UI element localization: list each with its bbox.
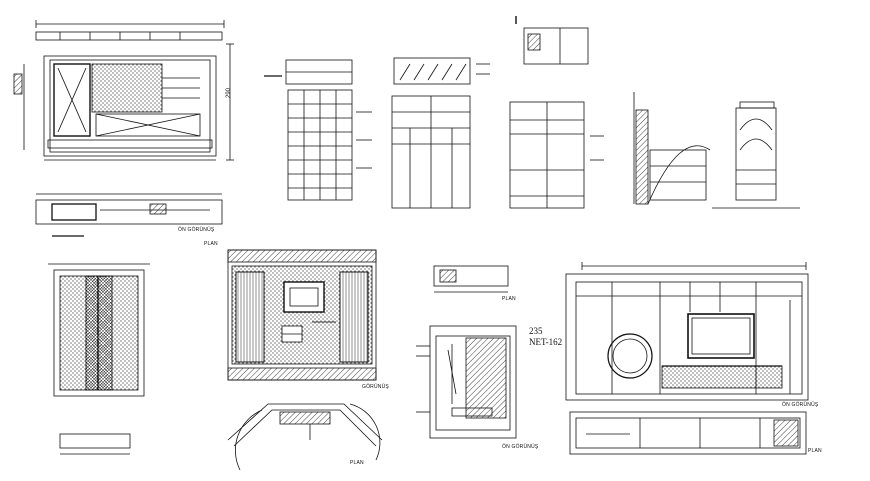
wall-elevation-7 [227, 249, 377, 381]
height-dimension: 290 [226, 87, 232, 98]
label-plan-10: PLAN [808, 448, 822, 454]
net-area-value: NET-162 [529, 337, 563, 347]
elevation-1 [13, 20, 234, 237]
label-plan-1: PLAN [204, 241, 218, 247]
label-gorunus-7: GÖRÜNÜŞ [362, 384, 389, 390]
cabinet-elevation-9 [416, 265, 517, 439]
area-value: 235 [529, 326, 543, 336]
label-on-gorunus-1: ÖN GÖRÜNÜŞ [178, 227, 215, 233]
plan-view-8 [227, 403, 383, 471]
label-on-gorunus-10: ÖN GÖRÜNÜŞ [782, 402, 819, 408]
tv-wall-elevation-10 [565, 262, 809, 455]
wardrobe-elevation-3 [391, 57, 490, 209]
section-5 [633, 92, 800, 209]
label-plan-9: PLAN [502, 296, 516, 302]
label-plan-8: PLAN [350, 460, 364, 466]
panel-elevation-6 [48, 263, 150, 455]
cabinet-elevation-2 [264, 59, 372, 201]
label-on-gorunus-9: ÖN GÖRÜNÜŞ [502, 444, 539, 450]
area-label: 235 NET-162 [529, 326, 562, 348]
unit-elevation-4 [509, 16, 604, 209]
